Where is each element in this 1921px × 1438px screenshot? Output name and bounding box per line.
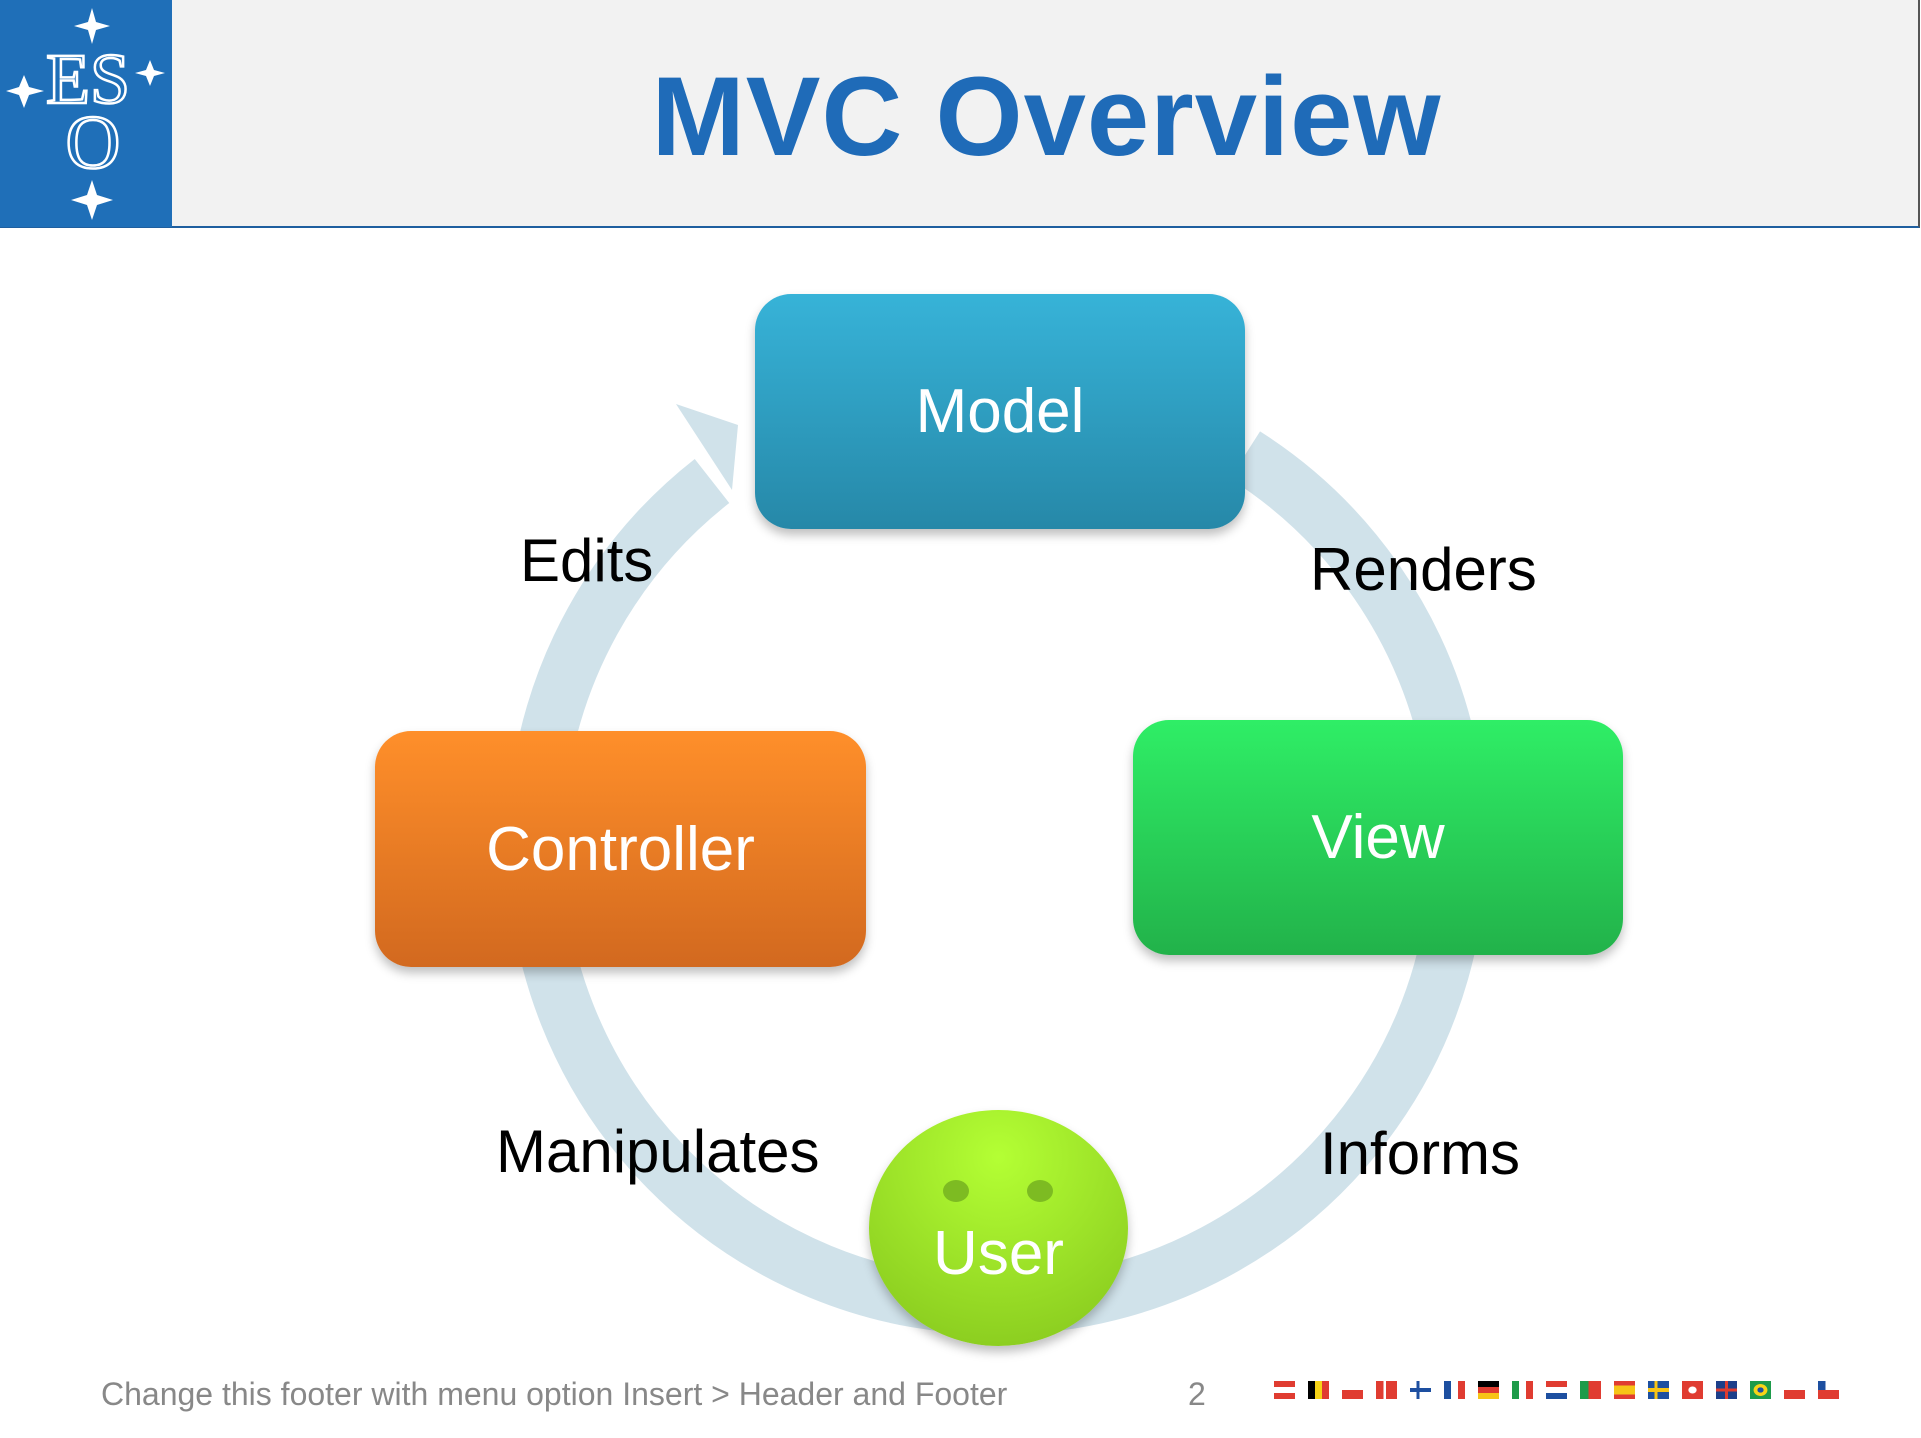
flag-france-icon (1444, 1381, 1465, 1399)
user-label: User (933, 1219, 1064, 1288)
controller-label: Controller (486, 814, 755, 884)
flag-chile-icon (1818, 1381, 1839, 1399)
eye-icon (943, 1180, 969, 1202)
footer-text: Change this footer with menu option Inse… (101, 1376, 1008, 1412)
edge-label-renders: Renders (1310, 536, 1537, 603)
flag-spain-icon (1614, 1381, 1635, 1399)
flag-poland-icon (1784, 1381, 1805, 1399)
slide-header (0, 0, 1920, 228)
flag-netherlands-icon (1546, 1381, 1567, 1399)
flag-portugal-icon (1580, 1381, 1601, 1399)
user-node: User (869, 1110, 1128, 1346)
page-title: MVC Overview (651, 54, 1442, 179)
flag-austria-icon (1274, 1381, 1295, 1399)
flag-finland-icon (1410, 1381, 1431, 1399)
flag-sweden-icon (1648, 1381, 1669, 1399)
edge-label-informs: Informs (1320, 1120, 1521, 1187)
flag-denmark-icon (1376, 1381, 1397, 1399)
page-number: 2 (1188, 1376, 1206, 1412)
flag-brazil-icon (1750, 1381, 1771, 1399)
svg-text:O: O (66, 101, 121, 185)
controller-node: Controller (375, 731, 866, 967)
flag-belgium-icon (1308, 1381, 1329, 1399)
flag-germany-icon (1478, 1381, 1499, 1399)
svg-text:ES: ES (46, 39, 130, 119)
flag-uk-icon (1716, 1381, 1737, 1399)
edge-label-manipulates: Manipulates (496, 1118, 820, 1185)
eye-icon (1027, 1180, 1053, 1202)
flag-switzerland-icon (1682, 1381, 1703, 1399)
flag-czech-icon (1342, 1381, 1363, 1399)
model-node: Model (755, 294, 1245, 529)
model-label: Model (915, 377, 1085, 446)
edge-label-edits: Edits (520, 527, 654, 594)
view-label: View (1311, 803, 1445, 872)
arrowhead-icon (676, 404, 738, 490)
view-node: View (1133, 720, 1623, 955)
member-flags (1274, 1381, 1839, 1399)
flag-italy-icon (1512, 1381, 1533, 1399)
eso-logo: ES O (0, 0, 172, 227)
